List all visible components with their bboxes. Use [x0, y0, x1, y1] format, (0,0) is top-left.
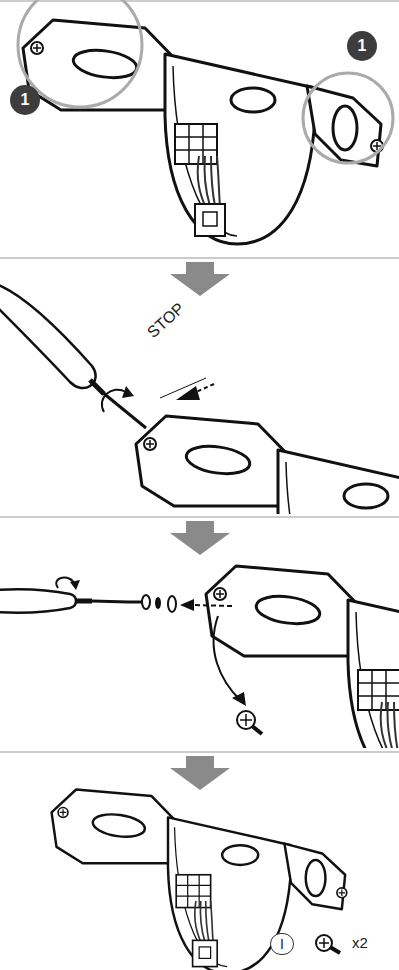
- bracket: [23, 20, 383, 244]
- separator-line: [0, 258, 399, 259]
- bracket-detail: [206, 566, 399, 748]
- screw-and-washers: [128, 595, 176, 612]
- node-text: 1: [358, 37, 367, 55]
- drop-arrow: [214, 616, 240, 700]
- stop-label: STOP: [144, 299, 188, 341]
- loose-screw: [237, 711, 262, 734]
- callout-number: 1: [10, 85, 40, 115]
- quantity-label: x2: [352, 934, 368, 951]
- node-text: 1: [21, 91, 30, 109]
- rotate-arrow-head: [122, 386, 134, 398]
- separator-line: [0, 517, 399, 518]
- bracket: [52, 789, 347, 970]
- separator-line: [0, 1, 399, 2]
- drop-arrow-head: [232, 692, 246, 706]
- push-arrow: [196, 384, 214, 392]
- remove-arrow: [190, 605, 232, 606]
- bracket-detail: [136, 416, 399, 514]
- step-arrow: [170, 756, 230, 790]
- remove-arrow-head: [180, 599, 194, 611]
- screwdriver: [0, 589, 128, 613]
- screw-icon: [316, 935, 340, 953]
- screwdriver: [0, 282, 146, 428]
- rotate-arrow: [102, 390, 126, 412]
- push-arrow-head: [176, 386, 200, 400]
- guide-line: [160, 378, 206, 398]
- callout-number: 1: [347, 31, 377, 61]
- separator-line: [0, 752, 399, 753]
- step-arrow: [170, 521, 230, 555]
- rotate-arrow-head: [70, 580, 80, 590]
- node-text: I: [280, 936, 284, 952]
- step-arrow: [170, 262, 230, 296]
- part-icon: I: [270, 933, 294, 955]
- highlight-circle: [303, 73, 393, 163]
